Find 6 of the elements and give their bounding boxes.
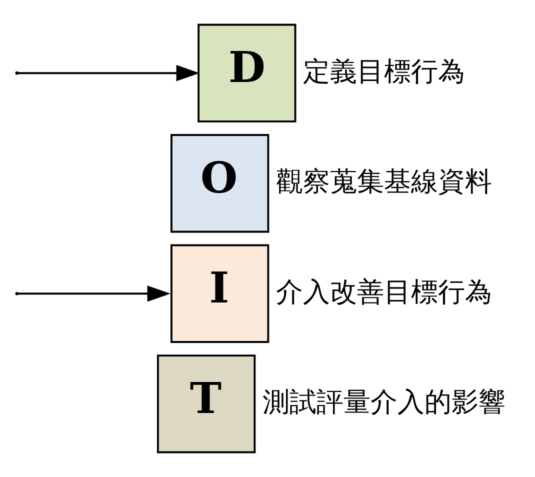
arrow [18,64,200,82]
node-label: 介入改善目標行為 [276,276,492,308]
node-label: 測試評量介入的影響 [262,387,506,418]
node-label: 定義目標行為 [303,56,466,88]
node-label: 觀察蒐集基線資料 [276,166,492,198]
arrow [18,286,171,302]
